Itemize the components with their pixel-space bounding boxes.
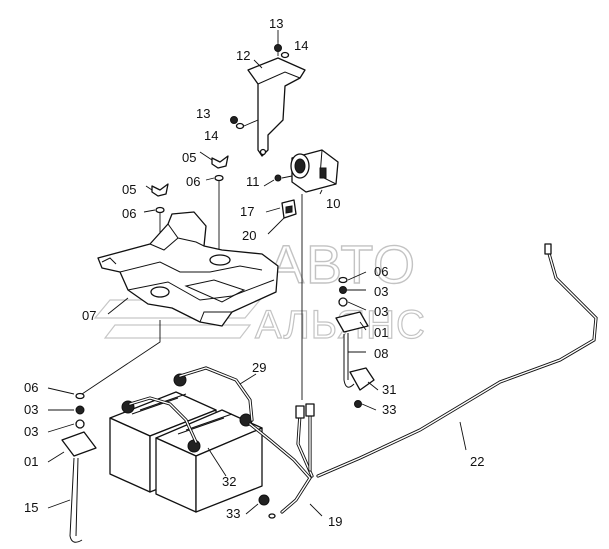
battery-tray-07	[97, 211, 279, 327]
bracket-12	[247, 57, 306, 157]
callout-03-left-a: 03	[24, 402, 38, 417]
battery-right	[155, 409, 263, 513]
callout-29: 29	[252, 360, 266, 375]
wing-nut-05-lower	[151, 183, 169, 197]
callout-15: 15	[24, 500, 38, 515]
washer-06-upper	[214, 174, 224, 182]
cable-29	[178, 366, 254, 422]
callout-19: 19	[328, 514, 342, 529]
cable-19	[248, 405, 314, 514]
callout-13-top: 13	[269, 16, 283, 31]
wing-nut-05-upper	[211, 155, 229, 169]
battery-relay-10	[290, 149, 339, 193]
washer-14-top	[280, 51, 290, 59]
callout-32: 32	[222, 474, 236, 489]
callout-33-lower: 33	[226, 506, 240, 521]
callout-01-right: 01	[374, 325, 388, 340]
bolt-13-side	[230, 116, 245, 130]
nut-33-right	[354, 400, 362, 408]
rod-15	[69, 457, 83, 543]
callout-20: 20	[242, 228, 256, 243]
clamp-31	[349, 367, 375, 391]
callout-01-left: 01	[24, 454, 38, 469]
callout-12: 12	[236, 48, 250, 63]
callout-labels: 13 14 12 13 14 05 06 05 06 11 10 17 20 0…	[24, 16, 484, 529]
washer-stack-right	[338, 276, 348, 307]
callout-14-side: 14	[204, 128, 218, 143]
bolt-13-top	[274, 44, 282, 52]
callout-11: 11	[246, 174, 260, 189]
callout-06-left: 06	[24, 380, 38, 395]
callout-03-right-a: 03	[374, 284, 388, 299]
callout-05-upper: 05	[182, 150, 196, 165]
cable-22	[305, 243, 598, 478]
callout-22: 22	[470, 454, 484, 469]
callout-08: 08	[374, 346, 388, 361]
bolt-11	[274, 174, 282, 182]
rod-08	[343, 333, 355, 388]
callout-07: 07	[82, 308, 96, 323]
leader-lines	[47, 30, 467, 517]
callout-13-side: 13	[196, 106, 210, 121]
bracket-01-left	[61, 431, 97, 457]
washer-stack-left	[75, 392, 85, 429]
callout-14-top: 14	[294, 38, 308, 53]
callout-06-upper: 06	[186, 174, 200, 189]
callout-17: 17	[240, 204, 254, 219]
washer-06-lower	[155, 206, 165, 214]
callout-10: 10	[326, 196, 340, 211]
watermark-line1: АВТО	[268, 235, 417, 295]
switch-17	[281, 199, 297, 219]
nut-33-lower	[258, 494, 276, 519]
callout-06-right: 06	[374, 264, 388, 279]
callout-31: 31	[382, 382, 396, 397]
callout-05-lower: 05	[122, 182, 136, 197]
bracket-01-right	[335, 311, 369, 333]
callout-06-lower: 06	[122, 206, 136, 221]
callout-03-left-b: 03	[24, 424, 38, 439]
callout-03-right-b: 03	[374, 304, 388, 319]
cable-32	[128, 396, 198, 444]
callout-33-right: 33	[382, 402, 396, 417]
